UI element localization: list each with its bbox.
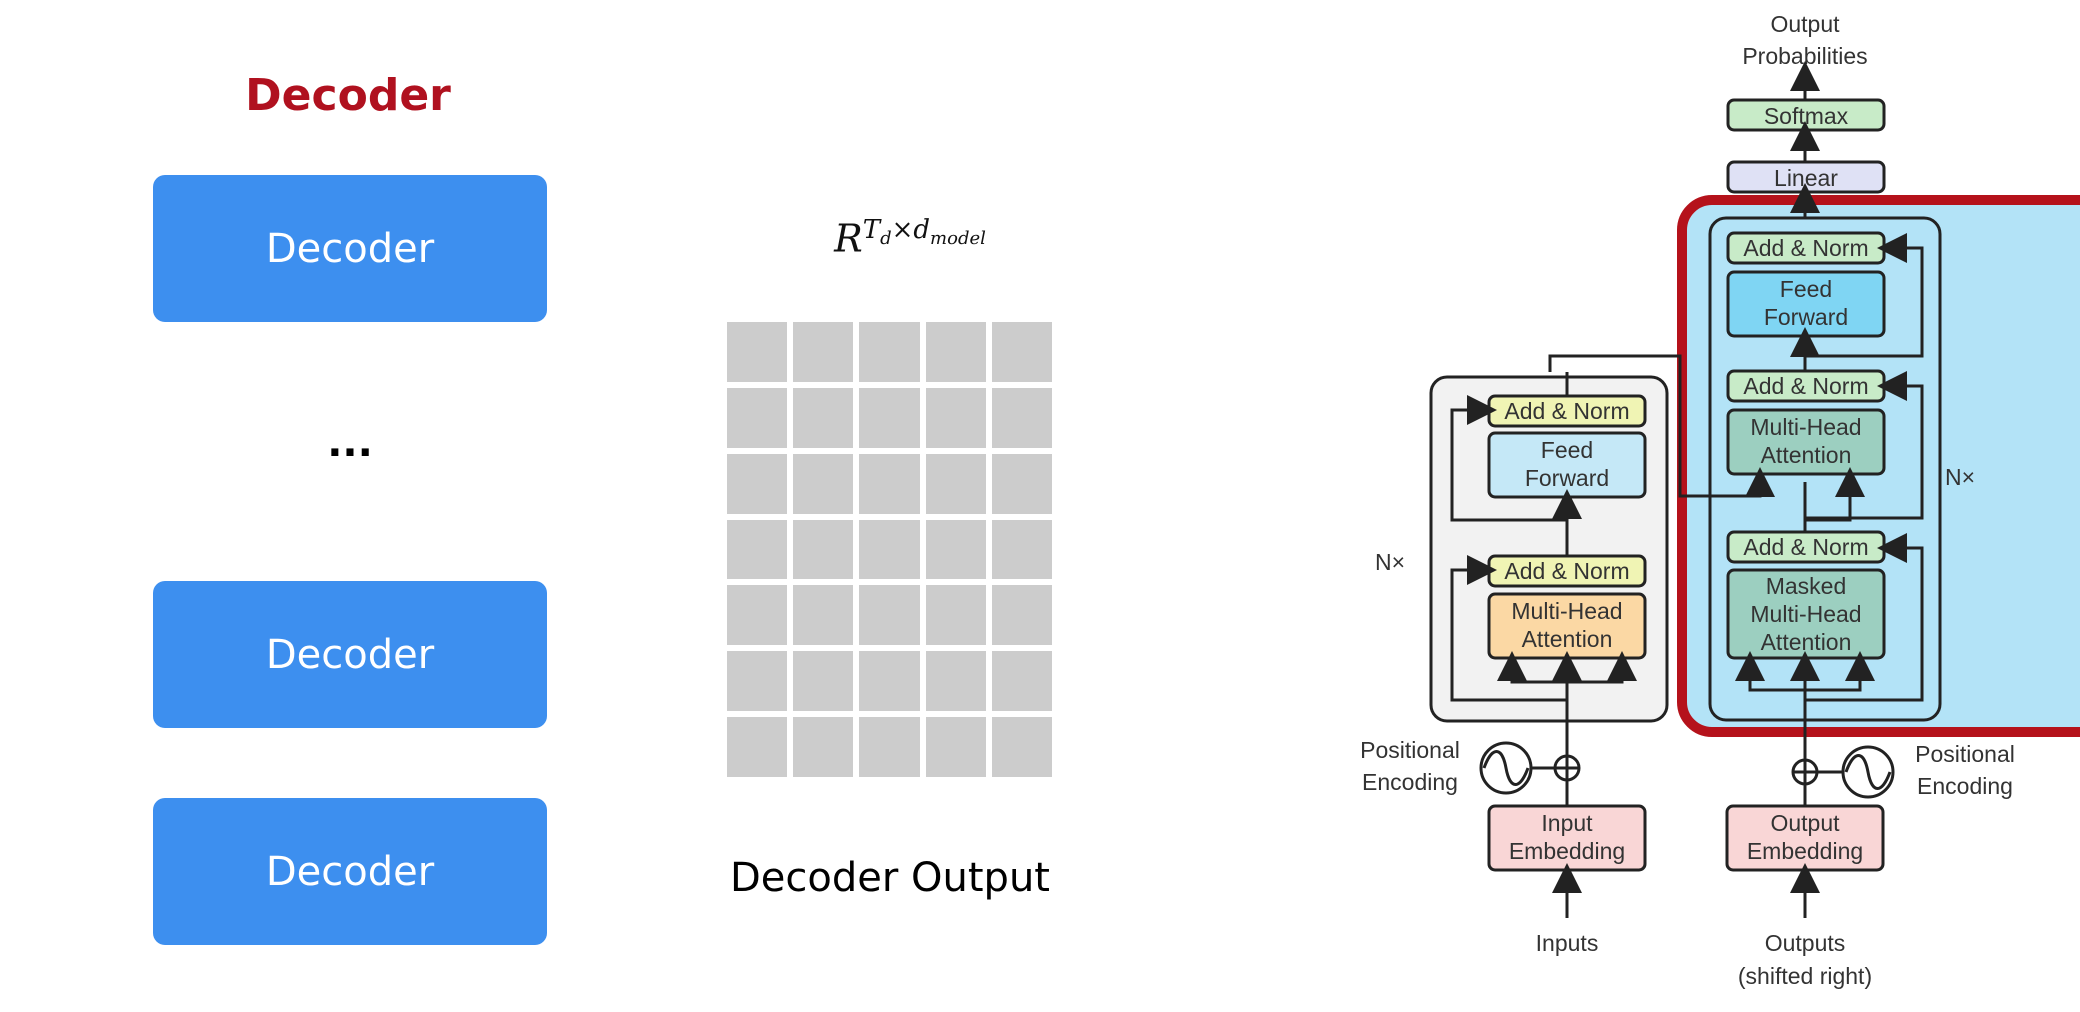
matrix-cell	[859, 387, 920, 448]
matrix-cell	[793, 453, 854, 514]
inputs-label: Inputs	[1536, 930, 1599, 956]
encoder-nx-label: N×	[1375, 549, 1405, 575]
svg-text:Multi-Head: Multi-Head	[1511, 598, 1622, 624]
decoder-positional-encoding-label: Encoding	[1917, 773, 2013, 799]
svg-text:Feed: Feed	[1541, 437, 1593, 463]
matrix-cell	[793, 585, 854, 646]
output-probabilities-label: Output	[1770, 11, 1840, 37]
matrix-cell	[925, 322, 986, 382]
ellipsis: ...	[327, 420, 373, 466]
matrix-cell	[991, 519, 1052, 580]
matrix-cell	[727, 717, 788, 777]
decoder-positional-encoding-label: Positional	[1915, 741, 2015, 767]
decoder-title: Decoder	[245, 70, 451, 121]
softmax-label: Softmax	[1764, 103, 1849, 129]
decoder-block-label: Decoder	[265, 225, 435, 272]
svg-text:Attention: Attention	[1761, 629, 1852, 655]
transformer-architecture-diagram: Output Probabilities Softmax Linear Add …	[1360, 11, 2080, 989]
matrix-cell	[793, 322, 854, 382]
matrix-cell	[925, 585, 986, 646]
linear-label: Linear	[1774, 165, 1838, 191]
matrix-cell	[925, 651, 986, 712]
matrix-cell	[925, 519, 986, 580]
decoder-nx-label: N×	[1945, 464, 1975, 490]
matrix-cell	[859, 585, 920, 646]
outputs-label: Outputs	[1765, 930, 1846, 956]
decoder-cross-attention	[1726, 408, 1886, 476]
svg-text:Attention: Attention	[1761, 442, 1852, 468]
svg-text:Add & Norm: Add & Norm	[1504, 398, 1629, 424]
matrix-cell	[727, 585, 788, 646]
decoder-block-middle: Decoder	[153, 581, 547, 728]
output-probabilities-label: Probabilities	[1742, 43, 1867, 69]
decoder-block-top: Decoder	[153, 175, 547, 322]
matrix-cell	[925, 717, 986, 777]
matrix-cell	[727, 453, 788, 514]
svg-text:Forward: Forward	[1525, 465, 1609, 491]
svg-text:Attention: Attention	[1522, 626, 1613, 652]
matrix-cell	[859, 453, 920, 514]
matrix-cell	[727, 387, 788, 448]
svg-text:Input: Input	[1541, 810, 1593, 836]
decoder-block-bottom: Decoder	[153, 798, 547, 945]
encoder-positional-encoding-label: Encoding	[1362, 769, 1458, 795]
decoder-stack-container	[1708, 216, 1942, 722]
svg-text:Add & Norm: Add & Norm	[1743, 534, 1868, 560]
decoder-output-matrix	[727, 322, 1052, 777]
matrix-cell	[859, 519, 920, 580]
matrix-cell	[991, 387, 1052, 448]
decoder-output-label: Decoder Output	[730, 855, 1050, 901]
matrix-cell	[925, 387, 986, 448]
outputs-label: (shifted right)	[1738, 963, 1872, 989]
matrix-cell	[793, 651, 854, 712]
matrix-cell	[991, 585, 1052, 646]
encoder-positional-encoding-label: Positional	[1360, 737, 1460, 763]
svg-text:Multi-Head: Multi-Head	[1750, 601, 1861, 627]
svg-text:Forward: Forward	[1764, 304, 1848, 330]
svg-text:Embedding: Embedding	[1747, 838, 1863, 864]
svg-text:Masked: Masked	[1766, 573, 1847, 599]
encoder-stack-container	[1429, 375, 1669, 723]
matrix-cell	[727, 651, 788, 712]
matrix-cell	[793, 519, 854, 580]
matrix-cell	[991, 322, 1052, 382]
output-shape-formula: RTd×dmodel	[834, 215, 986, 261]
svg-text:Add & Norm: Add & Norm	[1743, 235, 1868, 261]
svg-text:Multi-Head: Multi-Head	[1750, 414, 1861, 440]
matrix-cell	[793, 717, 854, 777]
decoder-block-label: Decoder	[265, 848, 435, 895]
decoder-block-label: Decoder	[265, 631, 435, 678]
matrix-cell	[727, 322, 788, 382]
matrix-cell	[991, 453, 1052, 514]
matrix-cell	[859, 322, 920, 382]
matrix-cell	[859, 717, 920, 777]
svg-text:Output: Output	[1770, 810, 1840, 836]
matrix-cell	[991, 717, 1052, 777]
svg-text:Add & Norm: Add & Norm	[1504, 558, 1629, 584]
matrix-cell	[991, 651, 1052, 712]
svg-text:Add & Norm: Add & Norm	[1743, 373, 1868, 399]
svg-text:Embedding: Embedding	[1509, 838, 1625, 864]
svg-text:Feed: Feed	[1780, 276, 1832, 302]
matrix-cell	[793, 387, 854, 448]
matrix-cell	[925, 453, 986, 514]
matrix-cell	[727, 519, 788, 580]
matrix-cell	[859, 651, 920, 712]
